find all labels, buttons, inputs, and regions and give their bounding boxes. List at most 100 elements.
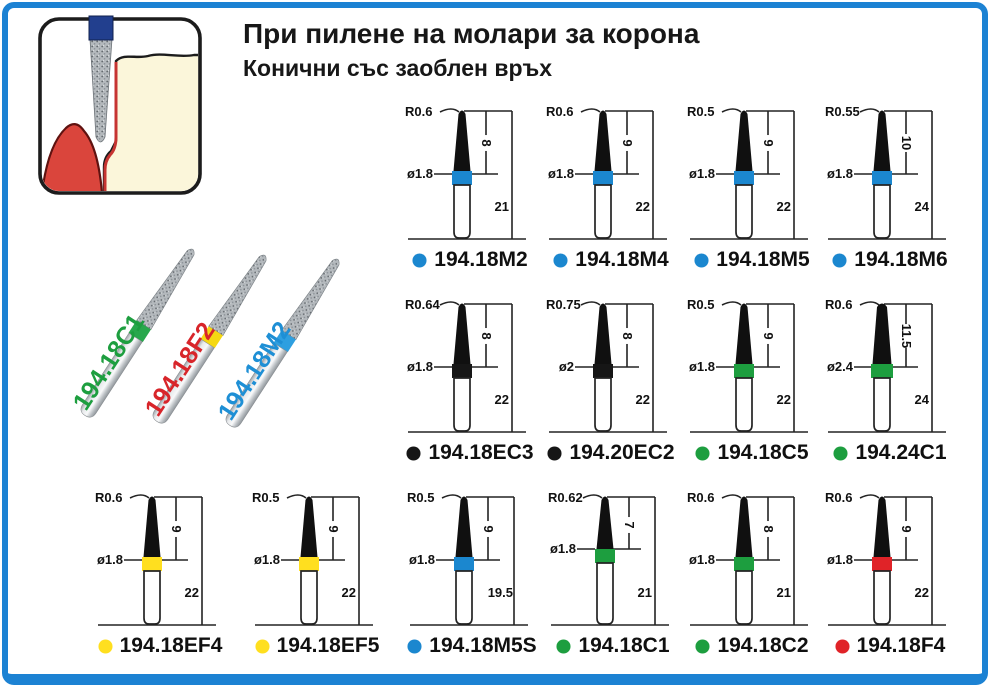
head-length: 8 [761, 525, 776, 532]
head-length: 9 [899, 525, 914, 532]
dim-halo [619, 135, 635, 151]
product-code-row: 194.18EF4 [90, 634, 230, 658]
bur-head [208, 254, 267, 336]
bur-diagram: 9 22 R0.5 ø1.8 [252, 490, 373, 626]
color-dot-icon [833, 445, 848, 461]
product-code: 194.18C2 [717, 634, 809, 657]
product-code-row: 194.18M4 [541, 248, 681, 272]
grit-band [452, 171, 472, 185]
product-code: 194.18EF5 [276, 634, 380, 657]
color-dot-icon [553, 252, 568, 268]
bur-shank [300, 570, 318, 625]
color-dot-icon [694, 252, 709, 268]
dim-halo [898, 521, 914, 537]
tooth-shape [102, 53, 198, 191]
bur-photo-label: 194.18C1 [68, 309, 151, 415]
bur-diagram: 10 24 R0.55 ø1.8 [825, 104, 946, 240]
product-card: 8 21 R0.6 ø1.8 194.18M2 [400, 97, 540, 272]
product-code: 194.18EF4 [119, 634, 223, 657]
tip-radius: R0.64 [405, 297, 440, 312]
head-length: 9 [620, 139, 635, 146]
dimension-lines [828, 494, 946, 626]
bur-diagram: 11.5 24 R0.6 ø2.4 [825, 297, 946, 433]
bur-head [735, 110, 753, 171]
bur-head [455, 496, 473, 557]
color-dot-icon [832, 252, 847, 268]
bur-shank [80, 332, 143, 418]
head-length: 9 [326, 525, 341, 532]
diameter: ø1.8 [254, 552, 280, 567]
bur-shank [225, 342, 288, 428]
bur-photo-label: 194.18M2 [213, 317, 297, 426]
head-length: 9 [169, 525, 184, 532]
total-length: 22 [185, 585, 199, 600]
product-card: 10 24 R0.55 ø1.8 194.18M6 [820, 97, 960, 272]
dim-halo [621, 517, 637, 533]
grit-band [593, 171, 613, 185]
dim-halo [478, 135, 494, 151]
dim-halo [478, 328, 494, 344]
grit-band [200, 326, 223, 349]
grit-band [142, 557, 162, 571]
product-code: 194.18M6 [854, 248, 948, 271]
product-card: 8 22 R0.64 ø1.8 194.18EC3 [400, 290, 540, 465]
dim-halo [760, 521, 776, 537]
bur-head [872, 303, 892, 364]
bur-photo-label: 194.18F2 [140, 317, 221, 421]
head-length: 8 [479, 139, 494, 146]
bur-photo-f2 [152, 254, 267, 424]
bur-head [281, 258, 340, 340]
dimension-lines [690, 494, 808, 626]
bur-shank [873, 570, 891, 625]
dim-halo [168, 521, 184, 537]
bur-shank [143, 570, 161, 625]
bur-diagram: 9 22 R0.6 ø1.8 [825, 490, 946, 626]
diameter: ø1.8 [827, 166, 853, 181]
product-card: 8 21 R0.6 ø1.8 194.18C2 [682, 483, 822, 658]
grit-band [872, 171, 892, 185]
bur-diagram: 9 22 R0.5 ø1.8 [687, 297, 808, 433]
dim-halo [894, 324, 918, 348]
product-code-row: 194.18C1 [543, 634, 683, 658]
tip-radius: R0.5 [252, 490, 279, 505]
bur-shank [453, 184, 471, 239]
bur-head [136, 248, 195, 330]
total-length: 22 [342, 585, 356, 600]
head-length: 7 [622, 521, 637, 528]
product-card: 9 22 R0.5 ø1.8 194.18EF5 [247, 483, 387, 658]
color-dot-icon [556, 638, 571, 654]
grit-band [734, 364, 754, 378]
total-length: 22 [636, 392, 650, 407]
product-code-row: 194.24C1 [820, 441, 960, 465]
grit-band [273, 330, 296, 353]
color-dot-icon [412, 252, 427, 268]
bur-photo-group: 194.18C1 194.18F2 194.18M2 [68, 248, 340, 428]
diameter: ø1.8 [689, 166, 715, 181]
product-code: 194.18C1 [578, 634, 670, 657]
grit-band [128, 320, 151, 343]
dimension-lines [549, 301, 667, 433]
tip-radius: R0.6 [405, 104, 432, 119]
grit-band [299, 557, 319, 571]
diameter: ø2 [559, 359, 574, 374]
bur-diagram: 8 21 R0.6 ø1.8 [687, 490, 808, 626]
head-length: 9 [761, 332, 776, 339]
bur-head [735, 496, 753, 557]
bur-diagram: 8 22 R0.75 ø2 [546, 297, 667, 433]
product-code-row: 194.18C5 [682, 441, 822, 465]
product-card: 9 22 R0.6 ø1.8 194.18M4 [541, 97, 681, 272]
prep-margin-line [103, 62, 118, 191]
tip-radius: R0.6 [546, 104, 573, 119]
product-card: 7 21 R0.62 ø1.8 194.18C1 [543, 483, 683, 658]
bur-head [89, 38, 113, 143]
dim-halo [325, 521, 341, 537]
bur-head [873, 496, 891, 557]
product-code-row: 194.18EF5 [247, 634, 387, 658]
dim-halo [760, 135, 776, 151]
product-code: 194.18C5 [717, 441, 809, 464]
bur-diagram: 8 22 R0.64 ø1.8 [405, 297, 526, 433]
dim-halo [760, 328, 776, 344]
diameter: ø1.8 [689, 359, 715, 374]
head-length: 10 [899, 136, 914, 150]
